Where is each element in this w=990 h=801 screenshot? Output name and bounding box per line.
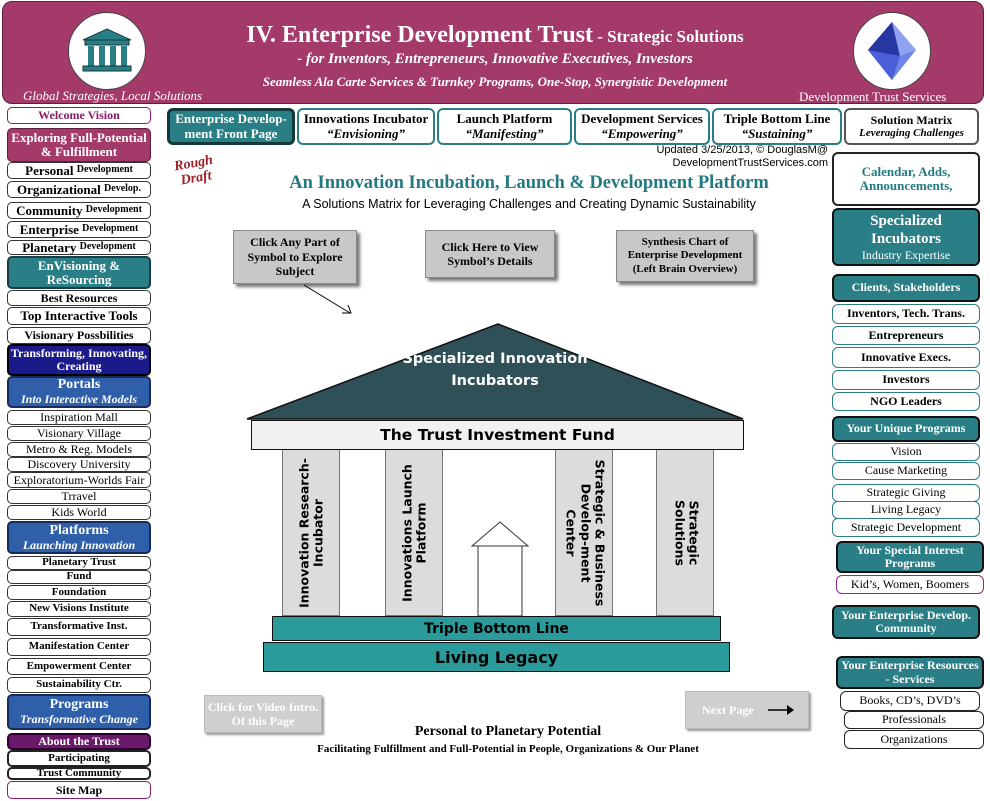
- site-subtitle: - for Inventors, Entrepreneurs, Innovati…: [297, 51, 693, 67]
- nav-planetary-development[interactable]: Planetary Development: [7, 240, 151, 255]
- nav-enterprise-community[interactable]: Your Enterprise Develop. Community: [832, 605, 980, 639]
- tab-enterprise-front-page[interactable]: Enterprise Develop-ment Front Page: [167, 108, 295, 145]
- nav-top-interactive-tools[interactable]: Top Interactive Tools: [7, 307, 151, 325]
- nav-inspiration-mall[interactable]: Inspiration Mall: [7, 410, 151, 425]
- tab-launch-platform[interactable]: Launch Platform“Manifesting”: [437, 108, 572, 145]
- nav-envisioning-resourcing[interactable]: EnVisioning & ReSourcing: [7, 256, 151, 289]
- nav-empowerment-center[interactable]: Empowerment Center: [7, 658, 151, 675]
- nav-metro-models[interactable]: Metro & Reg. Models: [7, 442, 151, 457]
- nav-exploring[interactable]: Exploring Full-Potential & Fulfillment: [7, 128, 151, 162]
- nav-sustainability-ctr[interactable]: Sustainability Ctr.: [7, 677, 151, 693]
- living-legacy-base[interactable]: Living Legacy: [263, 642, 730, 672]
- nav-vision[interactable]: Vision: [832, 443, 980, 461]
- tab-triple-bottom-line[interactable]: Triple Bottom Line“Sustaining”: [712, 108, 842, 145]
- pillar-business-development[interactable]: Strategic & Business Develop-ment Center: [555, 450, 613, 616]
- nav-transforming[interactable]: Transforming, Innovating, Creating: [7, 344, 151, 376]
- nav-best-resources[interactable]: Best Resources: [7, 290, 151, 306]
- nav-organizations[interactable]: Organizations: [844, 730, 984, 749]
- nav-travel[interactable]: Trravel: [7, 489, 151, 504]
- building-columns-icon[interactable]: [68, 12, 146, 90]
- nav-living-legacy[interactable]: Living Legacy: [832, 501, 980, 519]
- right-caption: Development Trust Services: [799, 89, 947, 104]
- nav-kids-women-boomers[interactable]: Kid’s, Women, Boomers: [836, 575, 984, 594]
- nav-strategic-development[interactable]: Strategic Development: [832, 518, 980, 537]
- footer-title: Personal to Planetary Potential: [414, 724, 602, 739]
- update-notice: Updated 3/25/2013, © DouglasM@ Developme…: [560, 144, 828, 170]
- site-url[interactable]: DevelopmentTrustServices.com: [672, 156, 828, 169]
- nav-new-visions-institute[interactable]: New Visions Institute: [7, 601, 151, 617]
- next-page-label: Next Page: [702, 702, 754, 717]
- tab-development-services[interactable]: Development Services“Empowering”: [574, 108, 710, 145]
- nav-entrepreneurs[interactable]: Entrepreneurs: [832, 326, 980, 345]
- nav-planetary-trust[interactable]: Planetary Trust: [7, 556, 151, 570]
- pillar-label: Strategic & Business Develop-ment Center: [563, 459, 608, 607]
- pillar-label: Strategic Solutions: [672, 500, 702, 566]
- nav-site-map[interactable]: Site Map: [7, 781, 151, 799]
- nav-innovative-execs[interactable]: Innovative Execs.: [832, 347, 980, 368]
- footer-subtitle: Facilitating Fulfillment and Full-Potent…: [317, 743, 699, 755]
- nav-manifestation-center[interactable]: Manifestation Center: [7, 638, 151, 656]
- nav-calendar[interactable]: Calendar, Adds, Announcements,: [832, 152, 980, 206]
- pillar-strategic-solutions[interactable]: Strategic Solutions: [656, 450, 714, 616]
- nav-books-cds-dvds[interactable]: Books, CD’s, DVD’s: [840, 691, 980, 711]
- next-page-button[interactable]: Next Page: [685, 691, 809, 729]
- explore-symbol-button[interactable]: Click Any Part of Symbol to Explore Subj…: [233, 230, 357, 284]
- synthesis-chart-button[interactable]: Synthesis Chart of Enterprise Developmen…: [616, 230, 754, 282]
- site-tagline: Seamless Ala Carte Services & Turnkey Pr…: [262, 74, 728, 89]
- nav-clients-stakeholders[interactable]: Clients, Stakeholders: [832, 274, 980, 302]
- view-symbol-details-button[interactable]: Click Here to View Symbol’s Details: [425, 230, 555, 278]
- blue-octahedron-icon[interactable]: [853, 12, 931, 90]
- video-intro-button[interactable]: Click for Video Intro. Of this Page: [204, 695, 322, 733]
- nav-visionary-possibilities[interactable]: Visionary Possbilities: [7, 327, 151, 344]
- nav-inventors[interactable]: Inventors, Tech. Trans.: [832, 304, 980, 324]
- nav-transformative-inst[interactable]: Transformative Inst.: [7, 618, 151, 636]
- nav-cause-marketing[interactable]: Cause Marketing: [832, 462, 980, 480]
- left-caption: Global Strategies, Local Solutions: [23, 88, 203, 103]
- roof-label[interactable]: Specialized Innovation Incubators: [402, 351, 588, 390]
- nav-enterprise-resources[interactable]: Your Enterprise Resources - Services: [836, 656, 984, 689]
- triple-bottom-line-base[interactable]: Triple Bottom Line: [272, 616, 721, 641]
- nav-investors[interactable]: Investors: [832, 370, 980, 390]
- pillar-label: Innovations Launch Platform: [399, 464, 429, 602]
- tab-innovations-incubator[interactable]: Innovations Incubator“Envisioning”: [297, 108, 435, 145]
- nav-ngo-leaders[interactable]: NGO Leaders: [832, 392, 980, 411]
- nav-about-the-trust[interactable]: About the Trust: [7, 733, 151, 750]
- nav-strategic-giving[interactable]: Strategic Giving: [832, 484, 980, 502]
- temple-symbol[interactable]: Specialized Innovation Incubators The Tr…: [240, 320, 750, 680]
- nav-kids-world[interactable]: Kids World: [7, 505, 151, 520]
- nav-special-interest-programs[interactable]: Your Special Interest Programs: [836, 541, 984, 573]
- nav-personal-development[interactable]: Personal Development: [7, 162, 151, 179]
- pillar-launch-platform[interactable]: Innovations Launch Platform: [385, 450, 443, 616]
- main-heading: An Innovation Incubation, Launch & Devel…: [289, 173, 769, 193]
- nav-exploratorium[interactable]: Exploratorium-Worlds Fair: [7, 472, 151, 488]
- nav-organizational-development[interactable]: Organizational Develop.: [7, 181, 151, 198]
- header-banner: IV. Enterprise Development Trust - Strat…: [2, 1, 984, 104]
- nav-trust-community[interactable]: Trust Community: [7, 767, 151, 780]
- pillar-innovation-research[interactable]: Innovation Research-Incubator: [282, 450, 340, 616]
- pillar-label: Innovation Research-Incubator: [296, 458, 326, 608]
- nav-professionals[interactable]: Professionals: [844, 711, 984, 729]
- nav-unique-programs[interactable]: Your Unique Programs: [832, 416, 980, 442]
- right-arrow-icon: [767, 705, 794, 715]
- nav-participating[interactable]: Participating: [7, 750, 151, 767]
- updated-date: Updated 3/25/2013, © DouglasM@: [656, 144, 828, 156]
- nav-visionary-village[interactable]: Visionary Village: [7, 426, 151, 441]
- pointer-arrow-icon: [303, 284, 352, 314]
- roof-shape: [246, 323, 744, 420]
- nav-foundation[interactable]: Foundation: [7, 585, 151, 600]
- site-title: IV. Enterprise Development Trust - Strat…: [246, 22, 744, 48]
- nav-enterprise-development[interactable]: Enterprise Development: [7, 221, 151, 238]
- nav-fund[interactable]: Fund: [7, 570, 151, 584]
- nav-welcome-vision[interactable]: Welcome Vision: [7, 107, 151, 124]
- nav-discovery-university[interactable]: Discovery University: [7, 457, 151, 472]
- trust-investment-fund-beam[interactable]: The Trust Investment Fund: [251, 420, 744, 450]
- house-icon[interactable]: [470, 520, 530, 617]
- main-subheading: A Solutions Matrix for Leveraging Challe…: [302, 197, 756, 211]
- nav-community-development[interactable]: Community Development: [7, 202, 151, 219]
